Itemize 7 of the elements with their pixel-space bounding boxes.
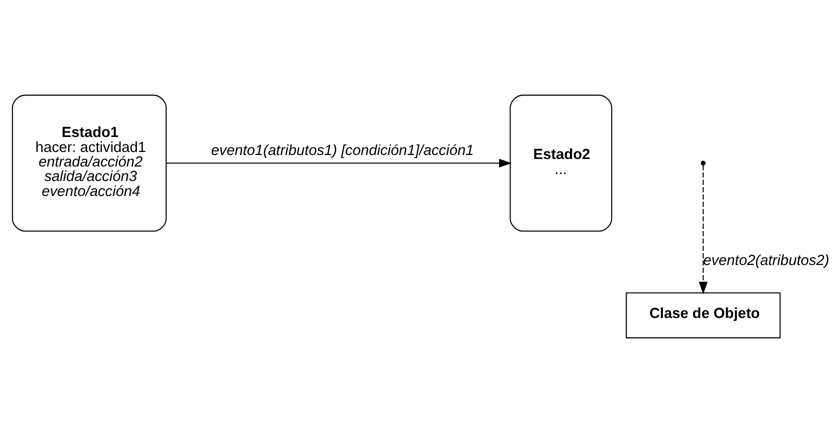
node-box: Estado1 hacer: actividad1 entrada/acción2 salida/acción3 evento/acción4 <box>12 94 167 232</box>
arrow <box>698 164 708 294</box>
edge-label: evento1(atributos1) [condición1]/acción1 <box>211 142 474 159</box>
node-box: Estado2 ... <box>510 94 612 232</box>
arrow <box>166 158 512 168</box>
edge-label: evento2(atributos2) <box>703 252 830 268</box>
node-box: Clase de Objeto <box>626 292 781 338</box>
